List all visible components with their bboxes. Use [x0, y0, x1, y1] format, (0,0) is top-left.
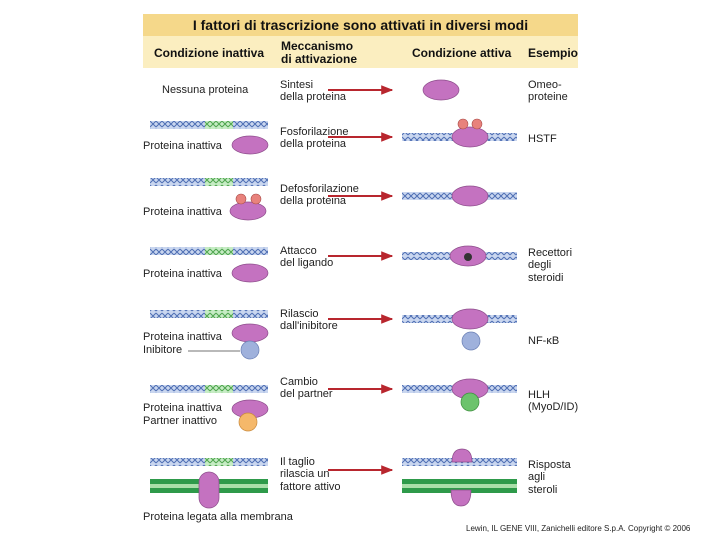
header-mechanism-2: di attivazione	[281, 52, 358, 66]
row3-inactive-label: Proteina inattiva	[143, 206, 222, 218]
row3-phosphate-2	[250, 193, 262, 205]
row3-mechanism-2: della proteina	[280, 195, 347, 207]
row3-phosphate-1	[235, 193, 247, 205]
row7-mechanism-2: rilascia un	[280, 468, 330, 480]
row5-mechanism-1: Rilascio	[280, 308, 319, 320]
copyright-credit: Lewin, IL GENE VIII, Zanichelli editore …	[466, 524, 691, 533]
row4-inactive-dna	[150, 247, 268, 255]
row1-example-1: Omeo-	[528, 79, 562, 91]
row7-membrane-remnant	[450, 489, 472, 507]
row5-active-protein	[451, 308, 489, 330]
row6-inactive-label: Proteina inattiva	[143, 402, 222, 414]
row2-mechanism-1: Fosforilazione	[280, 126, 349, 138]
title-bar	[143, 14, 578, 36]
row1-mechanism-1: Sintesi	[280, 79, 314, 91]
row5-inhibitor	[240, 340, 260, 360]
row1-mechanism-2: della proteina	[280, 91, 347, 103]
header-bar	[143, 36, 578, 68]
row6-partner-label: Partner inattivo	[143, 415, 217, 427]
row6-active-partner	[460, 392, 480, 412]
row7-example-1: Risposta	[528, 459, 571, 471]
row4-example-1: Recettori	[528, 247, 573, 259]
row5-example: NF-κB	[528, 335, 560, 347]
row2-example: HSTF	[528, 133, 557, 145]
row6-example-1: HLH	[528, 389, 551, 401]
row4-inactive-label: Proteina inattiva	[143, 268, 222, 280]
row2-mechanism-2: della proteina	[280, 138, 347, 150]
row5-inhibitor-label: Inibitore	[143, 344, 183, 356]
row1-example-2: proteine	[528, 91, 568, 103]
row3-active-protein	[451, 185, 489, 207]
row6-inactive-partner	[238, 412, 258, 432]
row5-inactive-dna	[150, 310, 268, 318]
row6-mechanism-1: Cambio	[280, 376, 318, 388]
row1-inactive-label: Nessuna proteina	[162, 84, 249, 96]
row5-released-inhibitor	[461, 331, 481, 351]
row1-active-protein	[422, 79, 460, 101]
row6-inactive-dna	[150, 385, 268, 393]
row2-inactive-label: Proteina inattiva	[143, 140, 222, 152]
row3-inactive-protein	[229, 201, 267, 221]
figure-title: I fattori di trascrizione sono attivati …	[192, 17, 529, 33]
row5-inactive-protein	[231, 323, 269, 343]
row4-example-3: steroidi	[528, 272, 564, 284]
row7-example-2: agli	[528, 471, 546, 483]
row4-example-2: degli	[528, 259, 552, 271]
header-example: Esempio	[528, 46, 579, 60]
row7-inactive-label: Proteina legata alla membrana	[143, 511, 293, 523]
row5-inactive-label: Proteina inattiva	[143, 331, 222, 343]
row7-mechanism-1: Il taglio	[280, 456, 315, 468]
row6-mechanism-2: del partner	[280, 388, 333, 400]
row4-mechanism-1: Attacco	[280, 245, 317, 257]
row7-released-factor	[451, 448, 473, 463]
header-mechanism-1: Meccanismo	[281, 39, 354, 53]
row5-mechanism-2: dall'inibitore	[280, 320, 338, 332]
row7-mechanism-3: fattore attivo	[280, 481, 341, 493]
row3-mechanism-1: Defosforilazione	[280, 183, 359, 195]
row2-active-protein	[451, 126, 489, 148]
row2-inactive-protein	[231, 135, 269, 155]
row4-inactive-protein	[231, 263, 269, 283]
row2-phosphate-1	[457, 118, 469, 130]
row7-inactive-dna	[150, 458, 268, 466]
row7-example-3: steroli	[528, 484, 558, 496]
row4-mechanism-2: del ligando	[280, 257, 334, 269]
row7-membrane-protein	[198, 471, 220, 509]
row6-example-2: (MyoD/ID)	[528, 401, 579, 413]
row2-inactive-dna	[150, 121, 268, 129]
row3-inactive-dna	[150, 178, 268, 186]
row2-phosphate-2	[471, 118, 483, 130]
row4-ligand	[464, 253, 472, 261]
header-active: Condizione attiva	[412, 46, 512, 60]
header-inactive: Condizione inattiva	[154, 46, 265, 60]
